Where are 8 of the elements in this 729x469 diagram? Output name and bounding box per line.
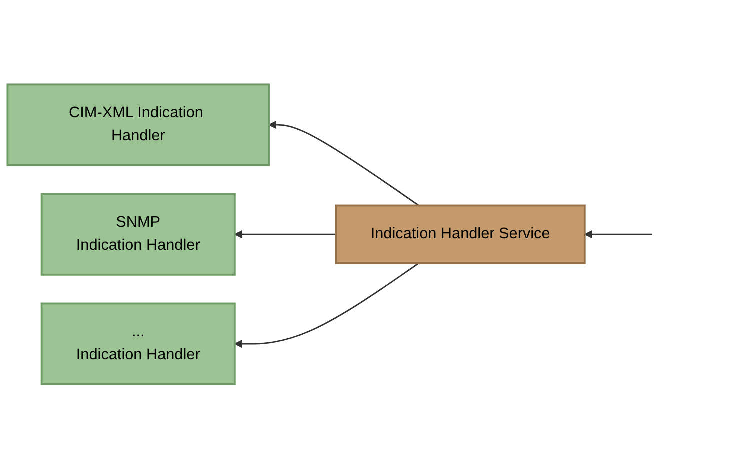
node-box: ... Indication Handler [40,302,236,386]
node-box: SNMP Indication Handler [40,193,236,276]
node-box: CIM-XML Indication Handler [6,84,270,166]
node-box: Indication Handler Service [335,204,586,264]
arrow [584,230,652,239]
arrow [268,120,420,206]
arrow [234,262,420,348]
arrow [234,230,336,239]
